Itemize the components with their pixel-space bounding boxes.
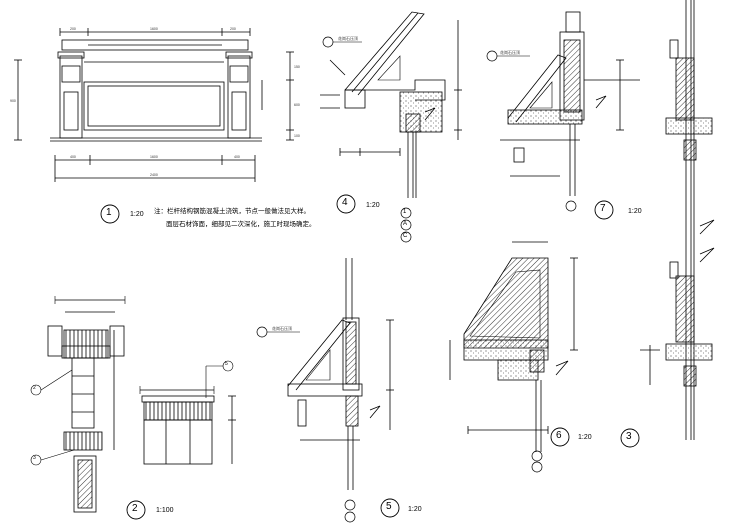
detail-3-number: 3 bbox=[626, 431, 632, 442]
axis-mark-c: C bbox=[403, 233, 408, 239]
detail-4-callout: 花岗石压顶 bbox=[322, 35, 362, 48]
axis-mark-1: 1 bbox=[403, 209, 407, 215]
svg-text:400: 400 bbox=[70, 155, 76, 159]
svg-text:1600: 1600 bbox=[150, 27, 158, 31]
svg-text:2400: 2400 bbox=[150, 173, 158, 177]
detail-6-number: 6 bbox=[556, 430, 562, 441]
detail-2-elevation bbox=[140, 389, 236, 465]
detail-4-number: 4 bbox=[342, 197, 348, 208]
detail-5-scale: 1:20 bbox=[408, 506, 422, 513]
svg-text:花岗石压顶: 花岗石压顶 bbox=[500, 49, 520, 55]
svg-text:600: 600 bbox=[294, 103, 300, 107]
axis-markers bbox=[344, 200, 577, 523]
detail-5-section bbox=[287, 258, 394, 490]
svg-text:150: 150 bbox=[294, 65, 300, 69]
detail-2-plan bbox=[47, 299, 125, 513]
detail-1-number: 1 bbox=[106, 207, 112, 218]
detail-3-section bbox=[640, 0, 715, 440]
detail-2-dims bbox=[54, 296, 215, 394]
detail-1-scale: 1:20 bbox=[130, 211, 144, 218]
svg-text:200: 200 bbox=[230, 27, 236, 31]
detail-7-scale: 1:20 bbox=[628, 208, 642, 215]
svg-text:花岗石压顶: 花岗石压顶 bbox=[272, 325, 292, 331]
detail-5-number: 5 bbox=[386, 501, 392, 512]
svg-text:100: 100 bbox=[294, 134, 300, 138]
detail-2-scale: 1:100 bbox=[156, 507, 174, 514]
detail-number-circles bbox=[100, 194, 640, 520]
svg-text:200: 200 bbox=[70, 27, 76, 31]
svg-text:花岗石压顶: 花岗石压顶 bbox=[338, 35, 358, 41]
axis-mark-a: A bbox=[403, 221, 408, 227]
detail-4-scale: 1:20 bbox=[366, 202, 380, 209]
detail-6-section bbox=[449, 241, 578, 452]
svg-text:900: 900 bbox=[10, 99, 16, 103]
detail-5-callout: 花岗石压顶 bbox=[256, 325, 300, 338]
detail-1-dimension-text: 200 1600 200 400 1600 400 2400 900 150 600 100 bbox=[10, 27, 300, 177]
detail-1-elevation bbox=[14, 28, 294, 182]
detail-6-scale: 1:20 bbox=[578, 434, 592, 441]
callout-3: 3 bbox=[33, 455, 36, 461]
general-note-line-1: 注：栏杆结构钢筋混凝土浇筑，节点一般做法见大样。 bbox=[154, 208, 310, 215]
detail-7-callout: 花岗石压顶 bbox=[486, 49, 530, 62]
detail-7-number: 7 bbox=[600, 203, 606, 214]
svg-text:400: 400 bbox=[234, 155, 240, 159]
callout-5: 5 bbox=[225, 361, 228, 367]
general-note-line-2: 面层石材饰面，细部见二次深化，施工时现场确定。 bbox=[166, 221, 316, 228]
detail-4-section bbox=[320, 11, 462, 198]
detail-2-callouts bbox=[30, 360, 234, 466]
svg-text:1600: 1600 bbox=[150, 155, 158, 159]
callout-2: 2 bbox=[33, 385, 36, 391]
detail-7-section bbox=[500, 11, 640, 196]
detail-2-number: 2 bbox=[132, 503, 138, 514]
